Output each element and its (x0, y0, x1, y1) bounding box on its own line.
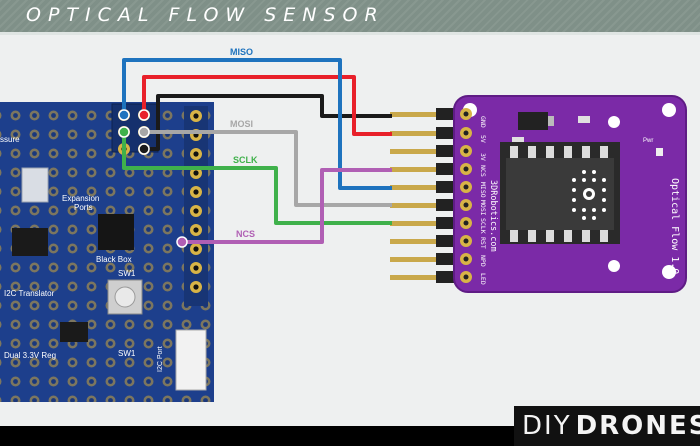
header-divider (0, 32, 700, 35)
pwr-led (656, 148, 663, 156)
board-title: Optical Flow 1.0 (669, 178, 680, 274)
sensor-aperture-center (586, 191, 592, 197)
mount-hole-br (662, 265, 676, 279)
i2c-translator-label: I2C Translator (4, 289, 55, 298)
sensor-dot-matrix (572, 170, 606, 220)
regulator-label: Dual 3.3V Reg (4, 351, 56, 360)
sensor-cap-2 (512, 137, 524, 144)
brand-drones: DRONES (575, 411, 700, 441)
optical-sensor-lens-area (506, 158, 614, 230)
sw1-bottom-label: SW1 (118, 349, 136, 358)
apm-header-column (184, 106, 208, 306)
sensor-regulator-tab (548, 116, 554, 126)
ncs-label: NCS (236, 229, 255, 239)
sw1-top-label: SW1 (118, 269, 136, 278)
brand-diy: DIY (522, 411, 572, 441)
translator-chip (12, 228, 48, 256)
mosi-label: MOSI (230, 119, 253, 129)
i2c-port-connector (175, 329, 207, 391)
sensor-regulator (518, 112, 548, 130)
mosi-endpoint (138, 126, 150, 138)
expansion-label: Expansion (62, 194, 99, 203)
wire-ground (144, 94, 392, 151)
pin-label-mosi: MOSI (479, 200, 487, 216)
power-endpoint (138, 109, 150, 121)
pin-label-miso: MISO (479, 182, 487, 198)
page-title: OPTICAL FLOW SENSOR (26, 4, 385, 26)
mount-hole-mt (608, 116, 620, 128)
apm-board: ssure Expansion Ports Black Box SW1 I2C … (0, 102, 214, 402)
pwr-label: Pwr (643, 138, 653, 144)
sensor-cap-1 (578, 116, 590, 123)
sensor-pin-pads (460, 108, 472, 283)
header-banner: OPTICAL FLOW SENSOR (0, 0, 700, 32)
ports-label: Ports (74, 203, 93, 212)
pin-label-npd: NPD (479, 255, 487, 267)
sensor-chip-leads (510, 146, 608, 242)
ground-endpoint (138, 143, 150, 155)
sclk-label: SCLK (233, 155, 258, 165)
pin-label-ncs: NCS (479, 165, 487, 177)
black-box-label: Black Box (96, 255, 132, 264)
i2c-port-label: I2C Port (157, 346, 164, 372)
sensor-board: GND 5V 3V NCS MISO MOSI SCLK RST NPD LED… (390, 95, 687, 293)
pressure-sensor (21, 167, 49, 203)
sclk-endpoint (118, 126, 130, 138)
wire-miso (122, 58, 392, 190)
wire-sclk (122, 132, 392, 225)
pin-label-sclk: SCLK (479, 218, 487, 234)
sensor-header-pins (390, 108, 454, 283)
regulator-chip (60, 322, 88, 342)
ncs-endpoint (176, 236, 188, 248)
wire-power (142, 75, 392, 136)
black-box-chip (98, 214, 134, 250)
pin-label-rst: RST (479, 237, 487, 249)
pin-label-gnd: GND (479, 116, 487, 128)
pressure-label: ssure (0, 135, 20, 144)
pin-label-5v: 5V (479, 135, 487, 143)
pin-label-3v: 3V (479, 153, 487, 161)
pin-label-led: LED (479, 273, 487, 285)
mount-hole-mb (608, 260, 620, 272)
maker-label: 3DRobotics.com (488, 180, 498, 252)
mount-hole-tr (662, 103, 676, 117)
wire-mosi (144, 130, 392, 207)
miso-label: MISO (230, 47, 253, 57)
miso-endpoint (118, 109, 130, 121)
header-pattern (0, 0, 700, 32)
wire-ncs (182, 168, 392, 244)
sw1-button-cap (114, 286, 136, 308)
